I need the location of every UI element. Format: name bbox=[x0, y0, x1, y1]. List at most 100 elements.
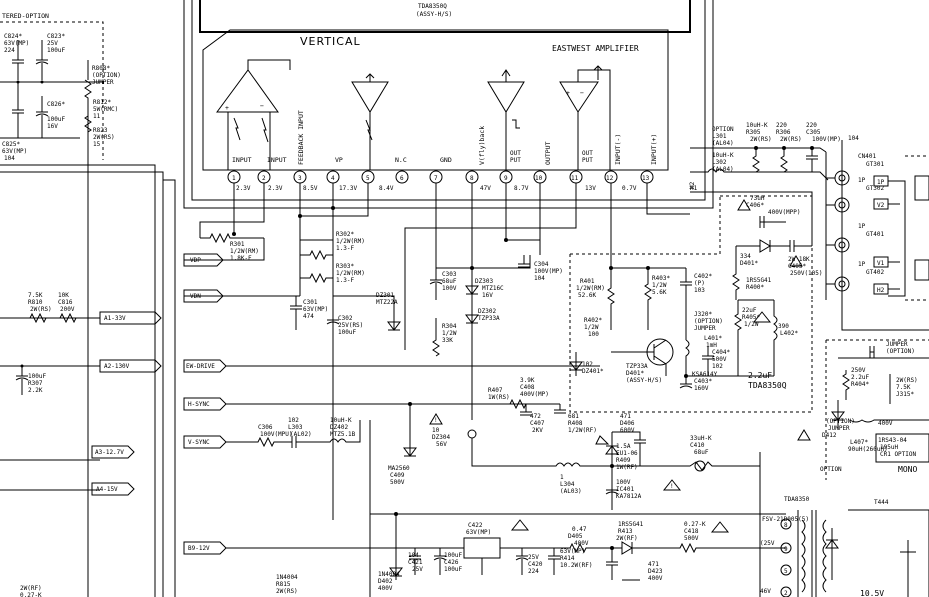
svg-text:C823*: C823* bbox=[47, 33, 65, 40]
svg-text:INPUT(+): INPUT(+) bbox=[650, 134, 658, 165]
svg-text:C824*: C824* bbox=[4, 33, 22, 40]
svg-text:V2: V2 bbox=[877, 202, 885, 209]
svg-text:INPUT: INPUT bbox=[267, 156, 287, 164]
svg-text:DZ301: DZ301 bbox=[376, 292, 394, 299]
svg-text:2W(RS): 2W(RS) bbox=[93, 134, 115, 141]
svg-text:L402*: L402* bbox=[780, 330, 798, 337]
svg-text:195uH: 195uH bbox=[880, 444, 898, 451]
port-vdp[interactable]: VDP bbox=[183, 253, 224, 267]
svg-text:63V(MP): 63V(MP) bbox=[4, 40, 29, 47]
svg-text:100V: 100V bbox=[442, 285, 457, 292]
svg-text:1/2W: 1/2W bbox=[584, 324, 599, 331]
svg-text:25V: 25V bbox=[528, 554, 539, 561]
svg-text:100uF: 100uF bbox=[444, 566, 462, 573]
svg-text:102: 102 bbox=[582, 361, 593, 368]
svg-text:−: − bbox=[580, 89, 584, 97]
svg-text:400V(MP): 400V(MP) bbox=[520, 391, 549, 398]
svg-text:63V(MP): 63V(MP) bbox=[560, 548, 585, 555]
svg-text:0.27-K: 0.27-K bbox=[684, 521, 706, 528]
svg-text:TZP33A: TZP33A bbox=[626, 363, 648, 370]
svg-text:C402*: C402* bbox=[694, 273, 712, 280]
port-labels: VDP VDN A1-33V A2-130V EW-DRIVE H-SYNC V… bbox=[91, 253, 227, 555]
svg-text:681: 681 bbox=[568, 413, 579, 420]
svg-text:1: 1 bbox=[232, 175, 236, 182]
svg-text:1.8K-F: 1.8K-F bbox=[230, 255, 252, 262]
svg-text:2.3V: 2.3V bbox=[268, 185, 283, 192]
svg-text:JUMPER: JUMPER bbox=[92, 79, 114, 86]
svg-text:68uF: 68uF bbox=[694, 449, 709, 456]
sync-lines: C306 100V(MPU) 102 L303 (AL02) 10uH-K DZ… bbox=[226, 365, 600, 486]
svg-text:C404*: C404* bbox=[712, 349, 730, 356]
port-ew-drive[interactable]: EW-DRIVE bbox=[183, 359, 227, 373]
port-a4-15v[interactable]: A4-15V bbox=[91, 482, 135, 496]
svg-text:25V: 25V bbox=[47, 40, 58, 47]
svg-text:DZ304: DZ304 bbox=[432, 434, 450, 441]
top-left-option-block: TERED-OPTION C824* 63V(MP) 224 C823* 25V… bbox=[0, 12, 121, 162]
svg-text:R305: R305 bbox=[746, 129, 761, 136]
svg-text:(OPTION): (OPTION) bbox=[886, 348, 915, 355]
flyback-network: C303 68uF 100V DZ303 MTZ16C 16V DZ302 TZ… bbox=[429, 255, 563, 357]
svg-text:R307: R307 bbox=[28, 380, 43, 387]
svg-text:R413: R413 bbox=[618, 528, 633, 535]
svg-text:MONO: MONO bbox=[898, 465, 917, 474]
svg-text:MA2560: MA2560 bbox=[388, 465, 410, 472]
svg-text:H2: H2 bbox=[877, 287, 885, 294]
svg-text:D401*: D401* bbox=[740, 260, 758, 267]
svg-text:1/2W(RM): 1/2W(RM) bbox=[336, 238, 365, 245]
svg-text:C825*: C825* bbox=[2, 141, 20, 148]
svg-text:C422: C422 bbox=[468, 522, 483, 529]
port-a1-33v[interactable]: A1-33V bbox=[99, 311, 162, 325]
svg-text:H2: H2 bbox=[689, 181, 696, 189]
svg-text:100: 100 bbox=[588, 331, 599, 338]
svg-text:16V: 16V bbox=[482, 292, 493, 299]
svg-text:5.6K: 5.6K bbox=[652, 289, 667, 296]
regulator-row: C422 63V(MP) 104 C421 25V 100uF C426 100… bbox=[226, 420, 760, 597]
svg-text:16V: 16V bbox=[47, 123, 58, 130]
svg-text:1P: 1P bbox=[858, 223, 866, 230]
svg-text:100V(MP): 100V(MP) bbox=[534, 268, 563, 275]
svg-text:100V(MPU): 100V(MPU) bbox=[260, 431, 293, 438]
svg-text:10uH-K: 10uH-K bbox=[712, 152, 734, 159]
svg-text:R401: R401 bbox=[580, 278, 595, 285]
svg-text:1/2W(RM): 1/2W(RM) bbox=[230, 248, 259, 255]
port-a2-130v[interactable]: A2-130V bbox=[99, 359, 162, 373]
svg-text:L304: L304 bbox=[560, 481, 575, 488]
svg-text:90uH(260uH): 90uH(260uH) bbox=[848, 446, 888, 453]
svg-text:L303: L303 bbox=[288, 424, 303, 431]
svg-text:JUMPER: JUMPER bbox=[828, 425, 850, 432]
svg-text:390: 390 bbox=[778, 323, 789, 330]
svg-text:A2-130V: A2-130V bbox=[104, 363, 130, 370]
port-vdn[interactable]: VDN bbox=[183, 289, 224, 303]
port-h-sync[interactable]: H-SYNC bbox=[183, 397, 227, 411]
svg-text:1/2W(RF): 1/2W(RF) bbox=[568, 427, 597, 434]
svg-text:0.47: 0.47 bbox=[572, 526, 587, 533]
svg-text:1mH: 1mH bbox=[706, 342, 717, 349]
svg-text:(OPTION): (OPTION) bbox=[826, 418, 855, 425]
svg-text:A1-33V: A1-33V bbox=[104, 315, 126, 322]
svg-text:11: 11 bbox=[93, 113, 101, 120]
svg-text:CN401: CN401 bbox=[858, 153, 876, 160]
port-a3-12-7v[interactable]: A3-12.7V bbox=[91, 445, 135, 459]
svg-text:(AL04): (AL04) bbox=[712, 140, 734, 147]
svg-text:C406*: C406* bbox=[746, 202, 764, 209]
vertical-label: VERTICAL bbox=[300, 35, 361, 48]
svg-text:1/2W(RM): 1/2W(RM) bbox=[576, 285, 605, 292]
port-b9-12v[interactable]: B9-12V bbox=[183, 541, 227, 555]
port-v-sync[interactable]: V-SYNC bbox=[183, 435, 227, 449]
svg-text:7.5K: 7.5K bbox=[896, 384, 911, 391]
svg-text:R301: R301 bbox=[230, 241, 245, 248]
svg-text:C418: C418 bbox=[684, 528, 699, 535]
svg-text:1.5A: 1.5A bbox=[616, 443, 631, 450]
svg-text:104: 104 bbox=[408, 552, 419, 559]
svg-text:25V(RS): 25V(RS) bbox=[338, 322, 363, 329]
svg-text:1/2W(RM): 1/2W(RM) bbox=[336, 270, 365, 277]
svg-text:400V(MPP): 400V(MPP) bbox=[768, 209, 801, 216]
svg-text:R409: R409 bbox=[616, 457, 631, 464]
svg-text:C408: C408 bbox=[520, 384, 535, 391]
svg-text:400V: 400V bbox=[648, 575, 663, 582]
svg-text:10: 10 bbox=[535, 175, 543, 182]
svg-text:(ASSY-H/S): (ASSY-H/S) bbox=[416, 11, 452, 18]
svg-text:224: 224 bbox=[4, 47, 15, 54]
svg-text:C403*: C403* bbox=[694, 378, 712, 385]
